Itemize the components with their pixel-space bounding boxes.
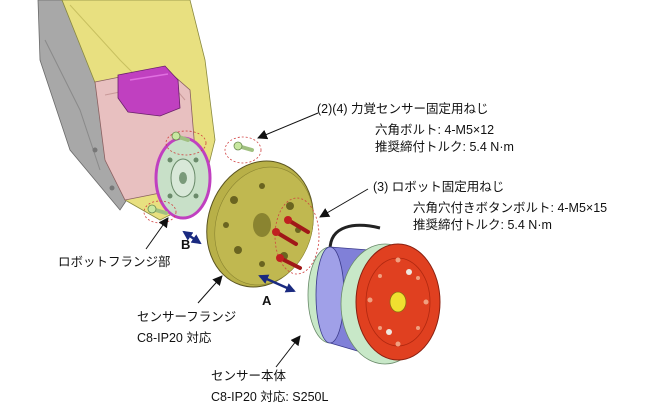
hex-bolts xyxy=(147,131,254,215)
button-bolts xyxy=(272,197,320,275)
bolt-set-1-line2: 推奨締付トルク: 5.4 N·m xyxy=(375,140,514,154)
arrow-a xyxy=(258,274,296,293)
bolt-set-2-line1: 六角穴付きボタンボルト: 4-M5×15 xyxy=(413,201,608,215)
sensor-flange-title: センサーフランジ xyxy=(137,310,237,324)
bolt-set-2-title: (3) ロボット固定用ねじ xyxy=(373,180,505,194)
arrow-b-label: B xyxy=(181,237,191,252)
leader-lines xyxy=(145,112,369,368)
robot-arm xyxy=(37,0,262,224)
arrow-a-label: A xyxy=(262,293,272,308)
sensor-body-title: センサー本体 xyxy=(211,369,287,383)
sensor-body-sub: C8-IP20 対応: S250L xyxy=(211,390,329,404)
sensor-body xyxy=(307,223,441,365)
arrow-b xyxy=(182,230,202,245)
bolt-set-1-line1: 六角ボルト: 4-M5×12 xyxy=(375,123,495,137)
robot-flange-label: ロボットフランジ部 xyxy=(58,255,171,269)
sensor-flange-sub: C8-IP20 対応 xyxy=(137,331,212,345)
sensor-flange-plate xyxy=(206,160,314,288)
bolt-set-1-title: (2)(4) 力覚センサー固定用ねじ xyxy=(317,102,489,116)
robot-flange-disc xyxy=(154,136,212,220)
bolt-set-2-line2: 推奨締付トルク: 5.4 N·m xyxy=(413,218,552,232)
